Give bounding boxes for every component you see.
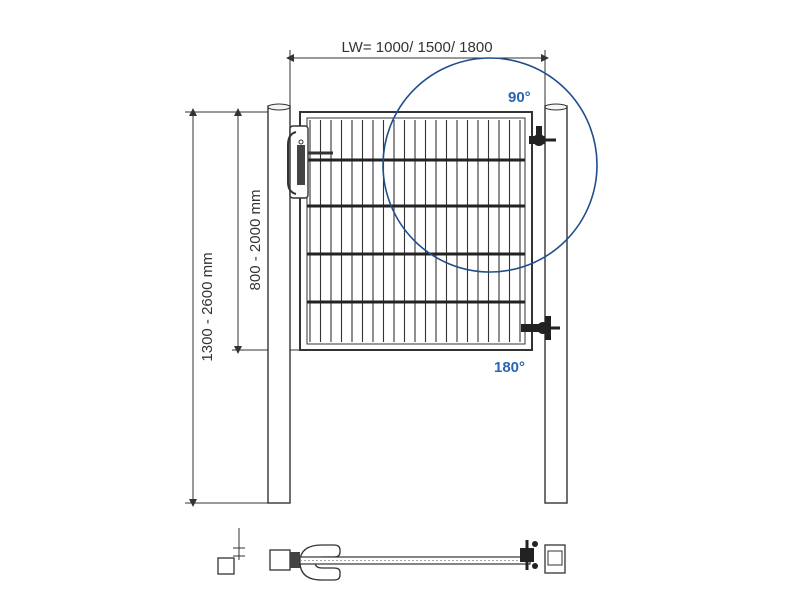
width-label: LW= 1000/ 1500/ 1800 (341, 39, 492, 56)
top-view (217, 528, 566, 581)
angle-180-label: 180° (494, 359, 525, 376)
gate-lock (287, 125, 333, 199)
hinge-top (529, 126, 556, 146)
gate-frame-inner (306, 117, 526, 345)
top-view-gate-leaf (299, 556, 531, 565)
hinge-detail-circle (382, 57, 598, 273)
gate-leaf (299, 111, 533, 351)
right-post (544, 103, 568, 504)
angle-90-label: 90° (508, 89, 531, 106)
mesh-horizontal-bars (307, 158, 525, 304)
gate-frame-outer (299, 111, 533, 351)
lock-handle (287, 131, 297, 195)
total-height-dimension: 1300 - 2600 mm (185, 108, 270, 507)
gate-height-label: 800 - 2000 mm (247, 190, 264, 291)
top-view-right-post (544, 544, 566, 574)
top-view-handle (299, 544, 341, 581)
top-view-lock-box (269, 549, 291, 571)
width-dimension: LW= 1000/ 1500/ 1800 (286, 39, 549, 112)
lock-screw (298, 139, 304, 145)
lock-cylinder (297, 145, 305, 185)
mesh-vertical-bars (309, 120, 521, 342)
total-height-label: 1300 - 2600 mm (199, 252, 216, 361)
left-post (267, 103, 291, 504)
top-view-left-post (217, 557, 235, 575)
hinge-bottom (521, 316, 560, 340)
